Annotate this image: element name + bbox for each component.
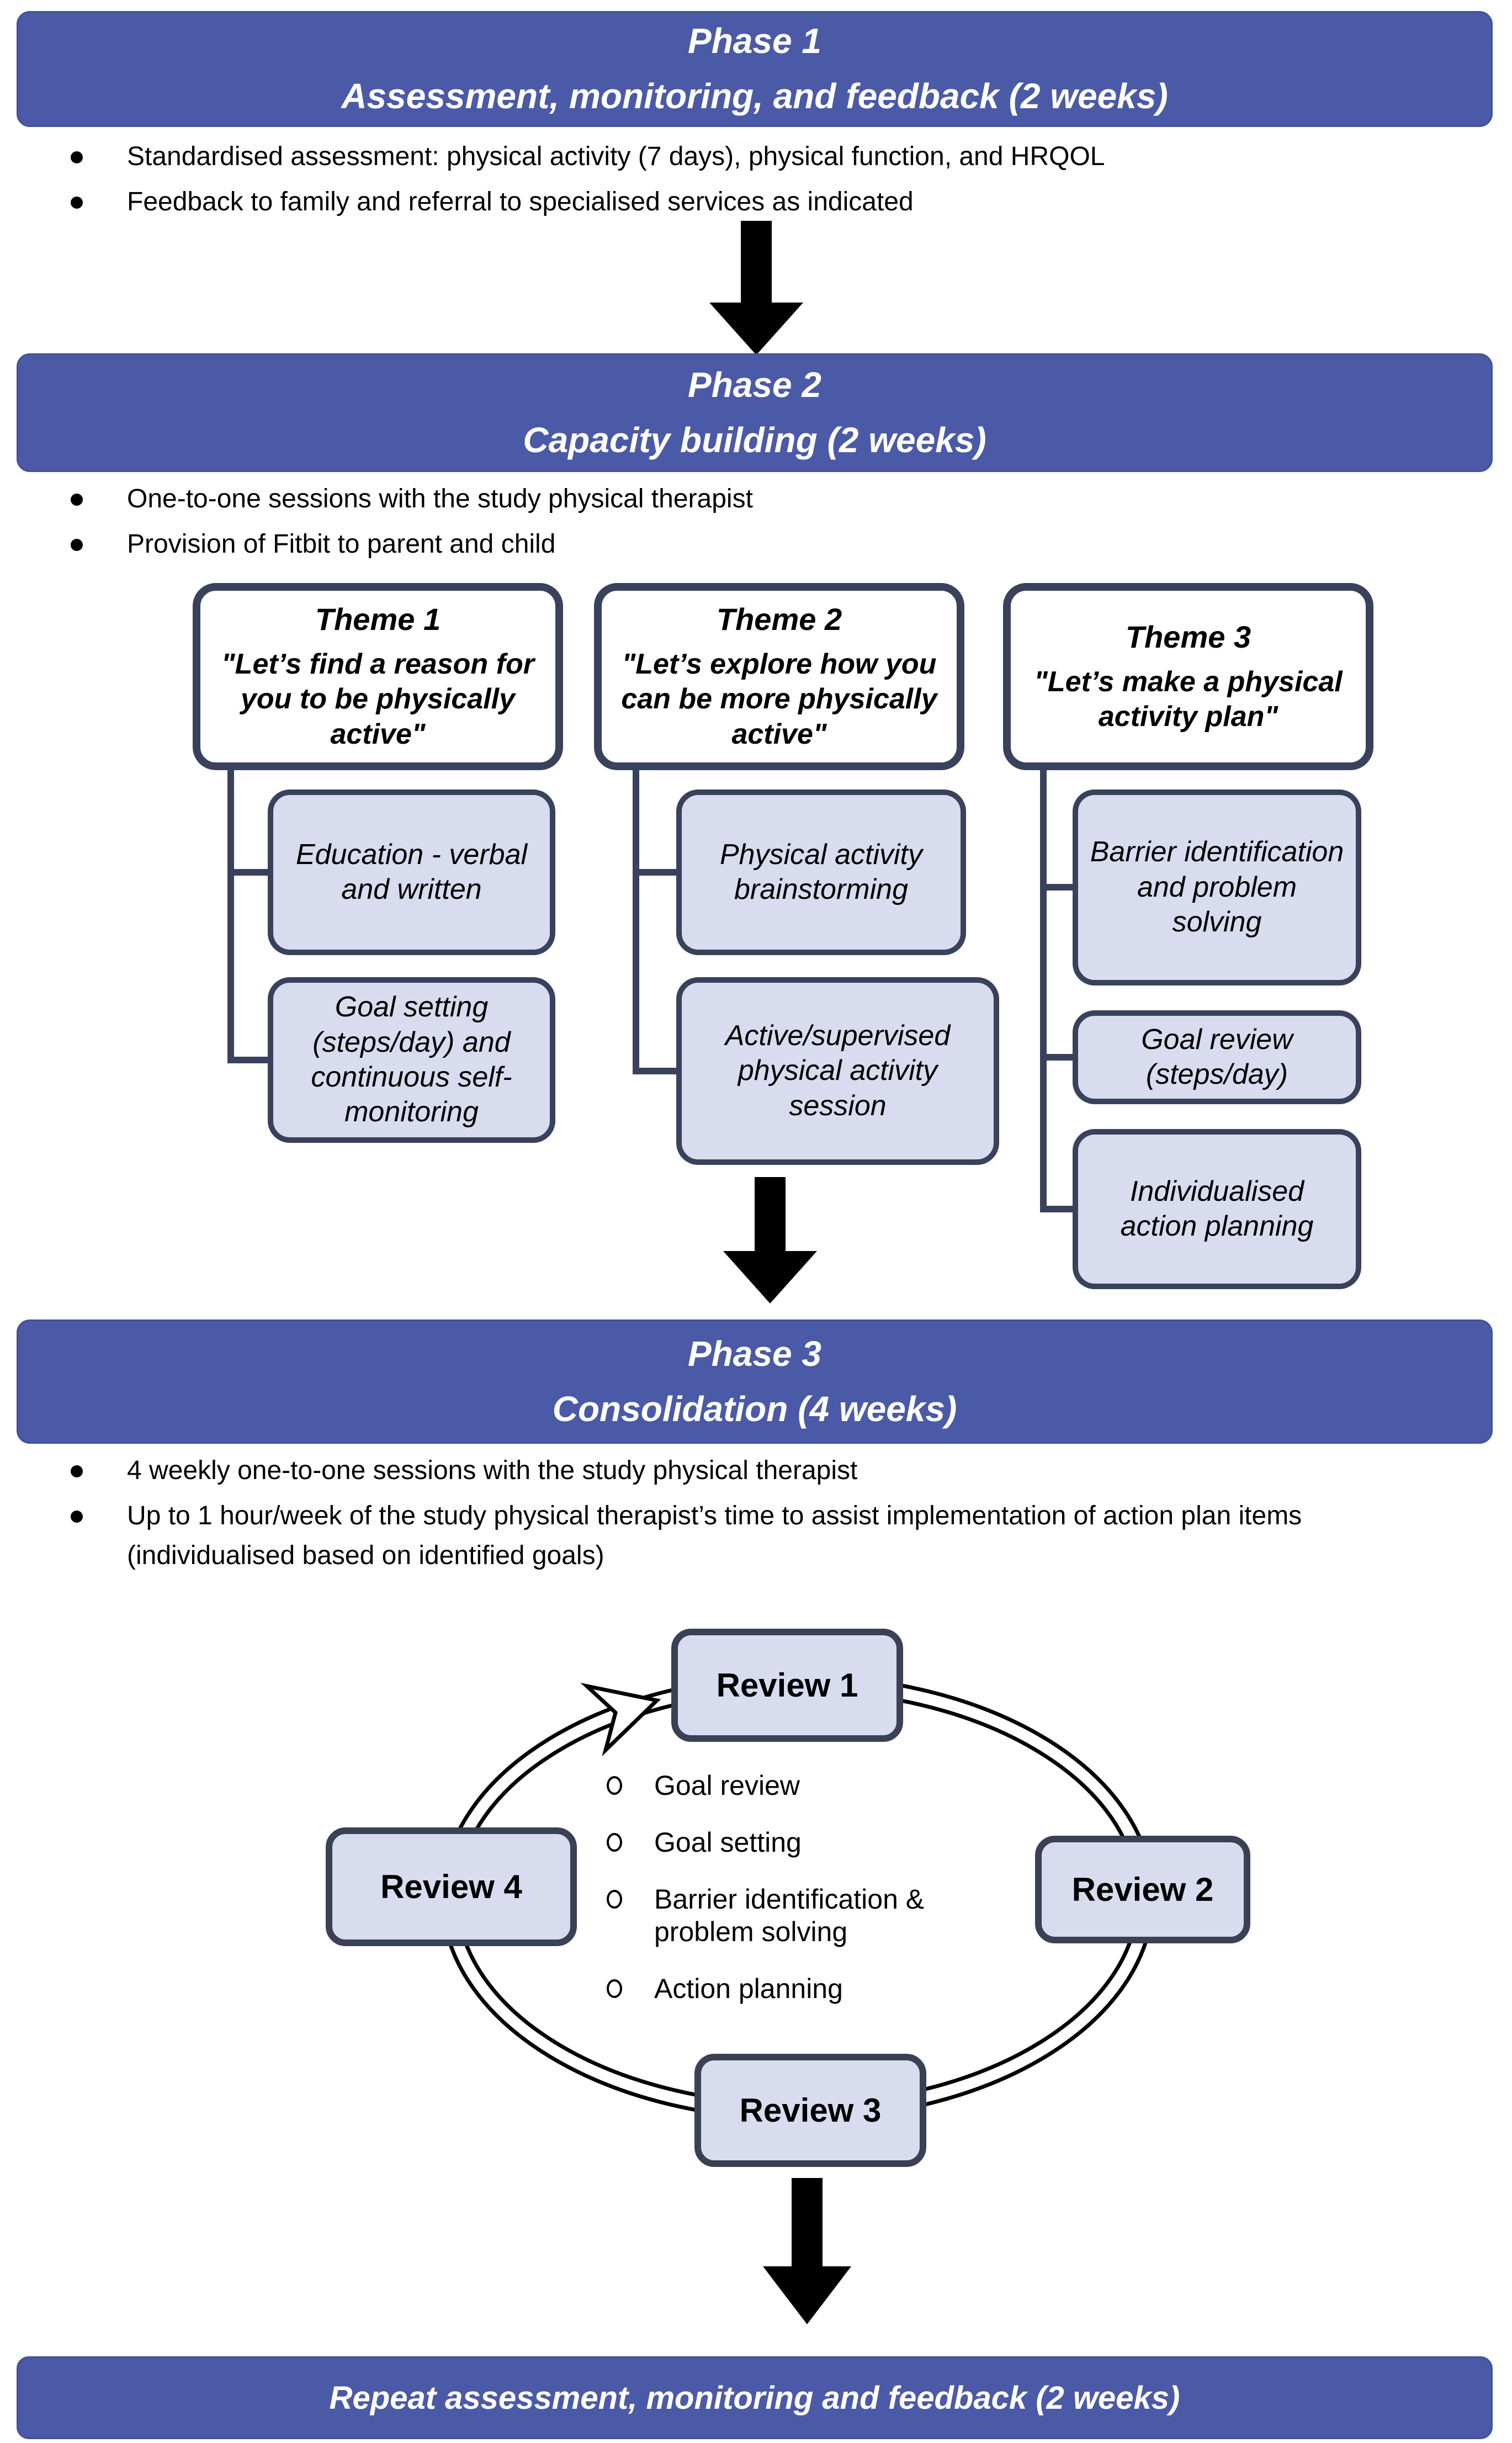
phase1-header-bar: Phase 1 Assessment, monitoring, and feed…	[17, 11, 1493, 127]
phase1-bullet-list: Standardised assessment: physical activi…	[61, 137, 1105, 227]
cycle-item-barrier-identification: Barrier identification & problem solving	[599, 1883, 963, 1948]
cycle-item-goal-setting: Goal setting	[599, 1826, 963, 1859]
cycle-item-action-planning: Action planning	[599, 1973, 963, 2005]
review2-box: Review 2	[1035, 1836, 1250, 1943]
theme2-subbox-active-session: Active/supervised physical activity sess…	[676, 977, 999, 1165]
phase2-bullet-1: One-to-one sessions with the study physi…	[61, 479, 753, 519]
theme1-connector-vertical	[227, 769, 234, 1063]
phase1-subtitle: Assessment, monitoring, and feedback (2 …	[341, 76, 1168, 116]
theme3-subbox-action-planning-label: Individualised action planning	[1120, 1175, 1314, 1242]
theme2-quote: "Let’s explore how you can be more physi…	[621, 648, 937, 750]
cycle-item-list: Goal review Goal setting Barrier identif…	[599, 1769, 963, 2029]
repeat-assessment-label: Repeat assessment, monitoring and feedba…	[329, 2380, 1180, 2416]
down-arrow-icon	[792, 2178, 823, 2269]
theme1-connector-stub-2	[227, 1057, 269, 1063]
review4-box: Review 4	[326, 1827, 577, 1946]
phase3-bullet-1: 4 weekly one-to-one sessions with the st…	[61, 1451, 1386, 1491]
cycle-item-goal-review: Goal review	[599, 1769, 963, 1802]
theme3-connector-stub-3	[1040, 1206, 1074, 1212]
theme1-subbox-goal-setting-label: Goal setting (steps/day) and continuous …	[311, 991, 512, 1128]
down-arrow-head-icon	[763, 2266, 851, 2324]
theme2-subbox-brainstorming-label: Physical activity brainstorming	[720, 838, 922, 905]
phase2-header-bar: Phase 2 Capacity building (2 weeks)	[17, 353, 1493, 472]
phase2-bullet-list: One-to-one sessions with the study physi…	[61, 479, 753, 570]
phase2-bullet-2: Provision of Fitbit to parent and child	[61, 524, 753, 564]
theme3-subbox-goal-review-label: Goal review (steps/day)	[1141, 1023, 1293, 1090]
theme1-box: Theme 1 "Let’s find a reason for you to …	[193, 583, 563, 770]
phase1-title: Phase 1	[688, 21, 821, 61]
down-arrow-head-icon	[723, 1251, 817, 1303]
theme3-connector-vertical	[1040, 769, 1047, 1212]
theme1-subbox-goal-setting: Goal setting (steps/day) and continuous …	[268, 977, 555, 1143]
phase3-subtitle: Consolidation (4 weeks)	[552, 1389, 957, 1429]
theme3-connector-stub-2	[1040, 1054, 1074, 1061]
phase1-bullet-1: Standardised assessment: physical activi…	[61, 137, 1105, 177]
theme2-subbox-active-session-label: Active/supervised physical activity sess…	[725, 1019, 951, 1122]
theme2-connector-stub-2	[633, 1068, 678, 1074]
theme2-connector-vertical	[633, 769, 639, 1074]
review3-label: Review 3	[739, 2092, 882, 2129]
theme1-quote: "Let’s find a reason for you to be physi…	[221, 648, 534, 750]
phase2-title: Phase 2	[688, 364, 821, 405]
review3-box: Review 3	[694, 2054, 926, 2167]
cycle-arrowhead-icon	[580, 1683, 661, 1757]
theme3-title: Theme 3	[1125, 619, 1251, 654]
theme3-subbox-goal-review: Goal review (steps/day)	[1073, 1010, 1361, 1104]
theme1-subbox-education: Education - verbal and written	[268, 789, 555, 955]
phase3-bullet-list: 4 weekly one-to-one sessions with the st…	[61, 1451, 1386, 1581]
theme1-title: Theme 1	[315, 601, 441, 637]
theme1-subbox-education-label: Education - verbal and written	[295, 838, 528, 905]
repeat-assessment-bar: Repeat assessment, monitoring and feedba…	[17, 2356, 1493, 2439]
theme3-subbox-action-planning: Individualised action planning	[1073, 1129, 1361, 1289]
down-arrow-head-icon	[709, 303, 803, 355]
review4-label: Review 4	[380, 1868, 522, 1905]
review1-box: Review 1	[671, 1629, 903, 1742]
phase3-title: Phase 3	[688, 1333, 821, 1374]
theme3-subbox-barrier-label: Barrier identification and problem solvi…	[1090, 836, 1344, 939]
phase3-bullet-2: Up to 1 hour/week of the study physical …	[61, 1496, 1386, 1576]
theme3-quote: "Let’s make a physical activity plan"	[1034, 665, 1343, 733]
theme3-box: Theme 3 "Let’s make a physical activity …	[1003, 583, 1373, 770]
review1-label: Review 1	[716, 1667, 858, 1704]
review2-label: Review 2	[1071, 1871, 1214, 1908]
theme2-box: Theme 2 "Let’s explore how you can be mo…	[594, 583, 964, 770]
theme2-subbox-brainstorming: Physical activity brainstorming	[676, 789, 966, 955]
phase1-bullet-2: Feedback to family and referral to speci…	[61, 182, 1105, 222]
theme2-connector-stub-1	[633, 869, 678, 876]
phase3-header-bar: Phase 3 Consolidation (4 weeks)	[17, 1319, 1493, 1444]
phase2-subtitle: Capacity building (2 weeks)	[523, 420, 986, 460]
theme1-connector-stub-1	[227, 869, 269, 876]
theme2-title: Theme 2	[716, 601, 842, 637]
down-arrow-icon	[741, 221, 772, 305]
theme3-connector-stub-1	[1040, 884, 1074, 891]
theme3-subbox-barrier: Barrier identification and problem solvi…	[1073, 789, 1361, 985]
down-arrow-icon	[755, 1177, 786, 1254]
